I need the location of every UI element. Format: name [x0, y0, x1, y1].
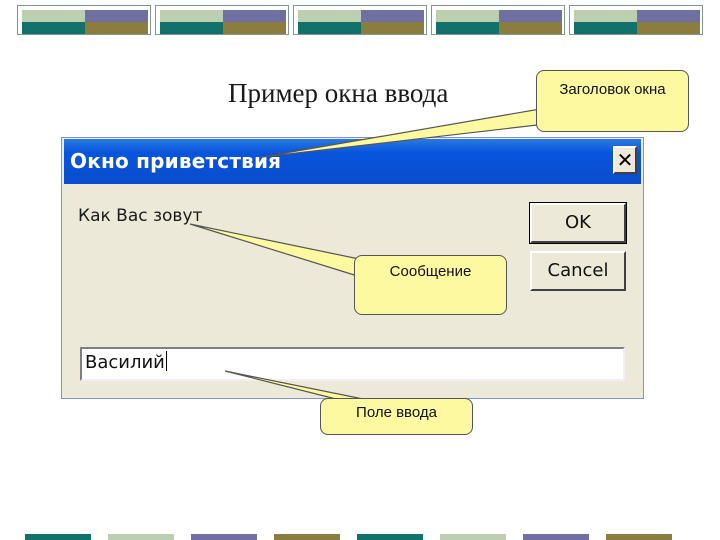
message-callout: Сообщение: [354, 255, 507, 315]
slide-title: Пример окна ввода: [228, 78, 449, 108]
name-input-field[interactable]: Василий: [80, 347, 625, 381]
decorative-header-block: [155, 5, 289, 35]
ok-button[interactable]: OK: [529, 202, 627, 244]
decorative-footer-strip: [523, 534, 589, 540]
dialog-titlebar[interactable]: Окно приветствия ✕: [64, 139, 641, 184]
decorative-header-block: [431, 5, 565, 35]
dialog-prompt-message: Как Вас зовут: [78, 206, 203, 226]
decorative-header-block: [293, 5, 427, 35]
text-caret: [165, 351, 167, 371]
cancel-button[interactable]: Cancel: [530, 251, 626, 291]
input-callout: Поле ввода: [320, 398, 473, 435]
dialog-title: Окно приветствия: [70, 149, 282, 173]
title-callout: Заголовок окна: [536, 70, 689, 132]
decorative-footer-strip: [25, 534, 91, 540]
decorative-footer-strip: [357, 534, 423, 540]
decorative-footer-strip: [191, 534, 257, 540]
decorative-footer-strip: [108, 534, 174, 540]
decorative-footer-strip: [440, 534, 506, 540]
decorative-footer-strip: [606, 534, 672, 540]
decorative-header-block: [569, 5, 703, 35]
decorative-footer-strip: [274, 534, 340, 540]
input-value: Василий: [85, 352, 165, 373]
input-dialog-window: Окно приветствия ✕ Как Вас зовут OK Canc…: [61, 137, 644, 399]
close-icon[interactable]: ✕: [613, 146, 637, 174]
decorative-header-block: [17, 5, 151, 35]
